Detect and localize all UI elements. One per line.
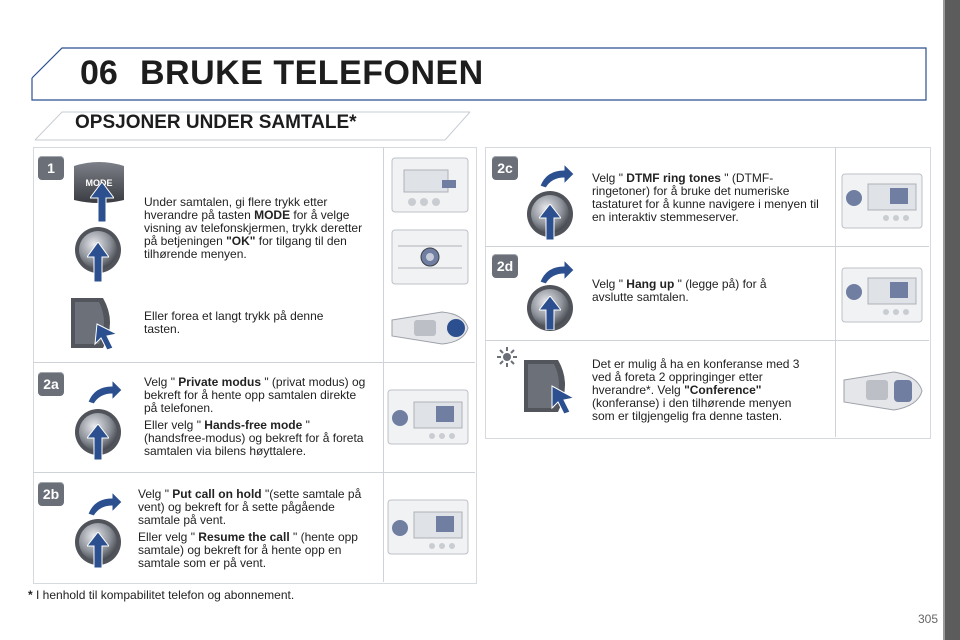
radio-unit-illustration (840, 172, 924, 230)
chapter-title: BRUKE TELEFONEN (140, 54, 484, 92)
steering-wheel-control-icon (520, 356, 582, 421)
edge-line (943, 0, 945, 640)
divider-2a (33, 362, 475, 363)
arrow-up-icon (537, 203, 563, 245)
left-panel (33, 147, 477, 584)
footnote: * I henhold til kompabilitet telefon og … (28, 588, 295, 602)
divider-conference (485, 340, 929, 341)
steering-stalk-illustration (842, 364, 924, 418)
rotate-arrow-icon (84, 378, 124, 411)
step-badge-2a: 2a (38, 372, 64, 396)
section-title: OPSJONER UNDER SAMTALE* (75, 112, 357, 133)
rotate-arrow-icon (536, 162, 576, 195)
mode-key-label: MODE (86, 178, 113, 188)
step-2a-text: Velg " Private modus " (privat modus) og… (144, 375, 366, 458)
radio-unit-illustration (386, 388, 470, 446)
arrow-up-icon (86, 241, 110, 287)
step-2c-text: Velg " DTMF ring tones " (DTMF-ringetone… (592, 171, 819, 224)
right-panel-separator (835, 147, 836, 437)
arrow-up-icon (537, 295, 563, 335)
steering-stalk-illustration (390, 306, 472, 350)
left-panel-separator (383, 147, 384, 582)
mode-key-icon: MODE (70, 160, 128, 204)
step-1-text: Under samtalen, gi flere trykk etter hve… (144, 195, 363, 261)
step-badge-1: 1 (38, 156, 64, 180)
radio-unit-illustration (840, 266, 924, 324)
steering-wheel-control-icon (67, 294, 123, 357)
divider-2d (485, 246, 929, 247)
radio-unit-illustration (390, 156, 470, 214)
arrow-up-icon (89, 181, 115, 227)
step-1-long-press-text: Eller forea et langt trykk på denne tast… (144, 309, 324, 336)
sun-icon (496, 346, 518, 373)
chapter-number: 06 (80, 54, 118, 92)
radio-unit-illustration (390, 228, 470, 286)
page-number: 305 (917, 612, 938, 626)
arrow-up-icon (85, 531, 111, 573)
step-badge-2b: 2b (38, 482, 64, 506)
arrow-up-icon (85, 423, 111, 465)
conference-text: Det er mulig å ha en konferanse med 3 ve… (592, 357, 800, 423)
step-badge-2c: 2c (492, 156, 518, 180)
step-2d-text: Velg " Hang up " (legge på) for å avslut… (592, 277, 767, 304)
step-badge-2d: 2d (492, 254, 518, 278)
radio-unit-illustration (386, 498, 470, 556)
rotate-arrow-icon (84, 490, 124, 523)
divider-2b (33, 472, 475, 473)
rotate-arrow-icon (536, 258, 576, 291)
right-panel (485, 147, 931, 439)
step-2b-text: Velg " Put call on hold "(sette samtale … (138, 487, 362, 570)
chapter-tab (945, 0, 960, 640)
